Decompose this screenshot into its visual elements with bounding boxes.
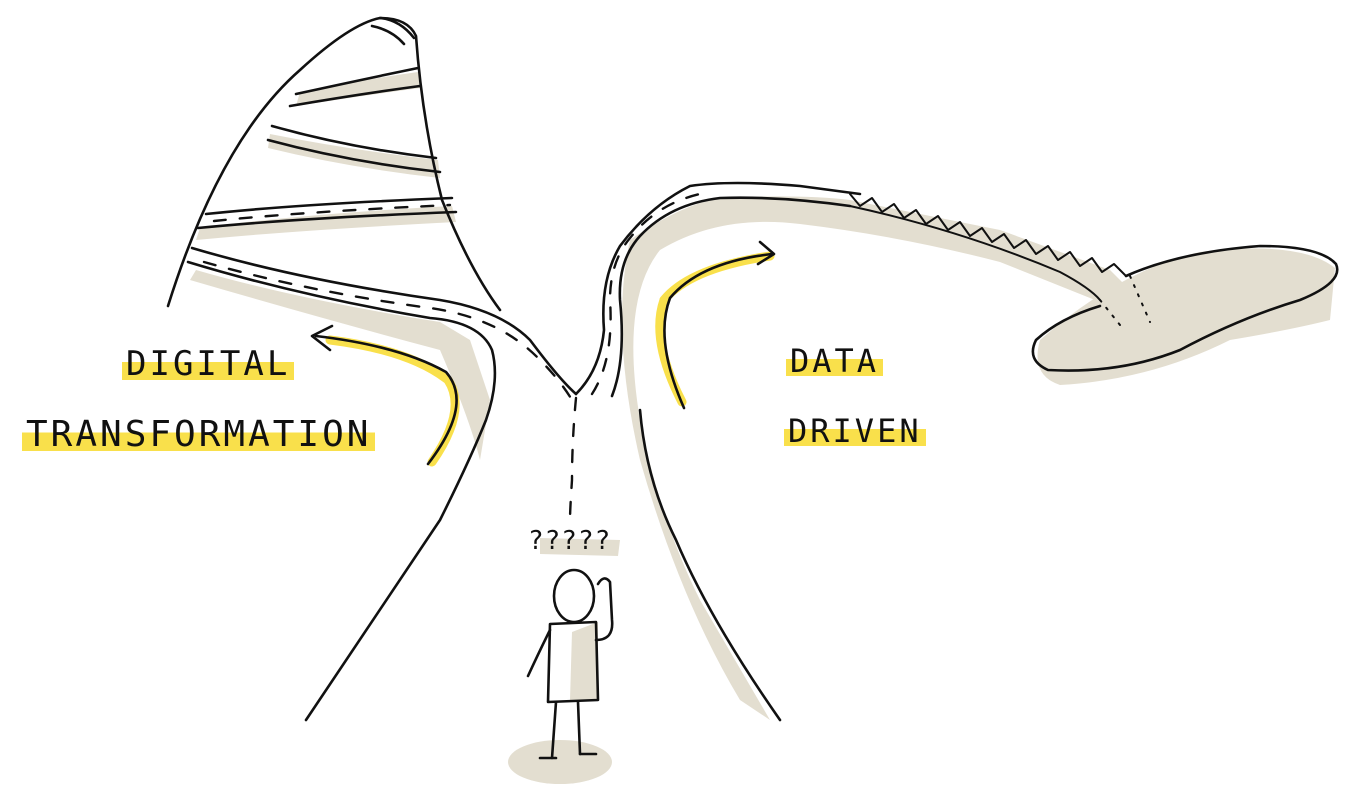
switchback-2b	[266, 138, 442, 174]
line-art	[166, 16, 1339, 760]
person-body	[546, 620, 600, 704]
arrow-left-head	[310, 324, 334, 352]
road-right-inner	[574, 181, 862, 396]
person	[526, 568, 614, 760]
mountain-shadow-1	[296, 72, 420, 106]
mountain-summit	[370, 16, 416, 46]
switchback-3a	[204, 196, 454, 216]
ground-shadow	[508, 740, 612, 784]
staircase-dots	[1099, 275, 1151, 331]
question-marks: ?????	[528, 526, 612, 556]
person-arm-raised	[594, 577, 614, 642]
person-leg-left	[550, 700, 558, 760]
label-data-text: DATA	[786, 342, 884, 380]
road-right-far	[638, 408, 782, 722]
label-digital-text: DIGITAL	[122, 344, 295, 384]
plateau-shadow	[1037, 248, 1335, 385]
switchback-2a	[270, 124, 438, 160]
arrow-right-line	[663, 252, 774, 410]
staircase-bottom	[849, 205, 1101, 301]
person-shadow	[570, 622, 598, 700]
road-main-centerline	[568, 396, 578, 522]
arrow-left-line	[314, 334, 458, 466]
person-arm-down	[526, 628, 552, 678]
question-shadow	[540, 538, 620, 556]
arrow-right-highlight-2	[655, 295, 687, 407]
switchback-3b	[196, 210, 458, 230]
road-right-outer	[610, 196, 852, 398]
switchback-1a	[294, 66, 420, 96]
arrow-right-highlight	[659, 251, 775, 305]
road-left-lower	[186, 260, 497, 722]
mountain-outline	[166, 16, 502, 312]
road-left-centerline	[202, 260, 574, 402]
arrow-right-head	[756, 240, 776, 266]
staircase-top	[849, 193, 1127, 277]
yellow-arrows	[325, 251, 775, 467]
road-right-centerline	[590, 190, 712, 396]
mountain-shadow-4	[190, 270, 490, 460]
label-driven: DRIVEN	[784, 412, 926, 450]
shadows	[190, 72, 1335, 784]
person-head	[552, 568, 596, 624]
switchback-1b	[288, 84, 422, 108]
label-transformation-text: TRANSFORMATION	[22, 414, 376, 455]
road-left-upper	[190, 246, 578, 396]
label-digital: DIGITAL	[122, 344, 295, 384]
person-leg-right	[576, 700, 582, 756]
label-transformation: TRANSFORMATION	[22, 414, 376, 455]
label-data: DATA	[786, 342, 884, 380]
label-driven-text: DRIVEN	[784, 412, 926, 450]
plateau-outline	[1031, 244, 1339, 372]
